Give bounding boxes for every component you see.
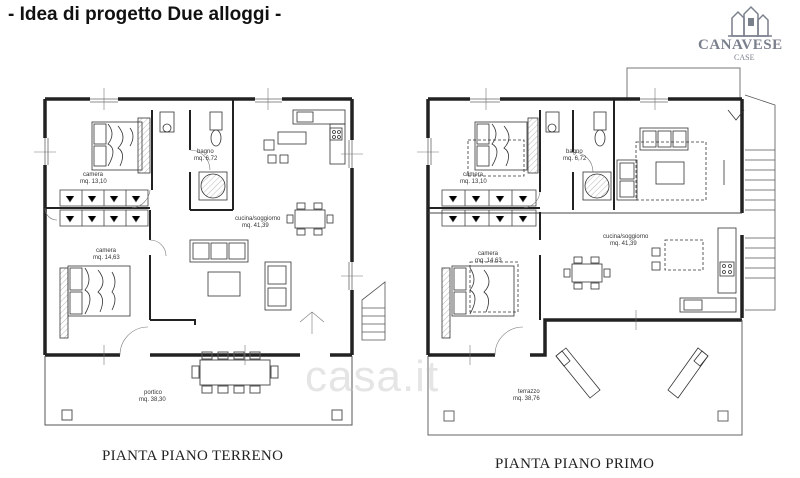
room-area: mq. 6,72 [563, 156, 587, 162]
logo-name: CANAVESE [698, 37, 783, 53]
room-area: mq. 13,10 [460, 179, 487, 185]
caption-ground-floor: PIANTA PIANO TERRENO [102, 448, 284, 464]
sun-lounger-icon [555, 347, 601, 399]
caption-first-floor: PIANTA PIANO PRIMO [495, 456, 655, 472]
plan-first-floor: camera mq. 13,10 bagno mq. 6,72 cucina/s… [417, 67, 776, 436]
room-name: camera [478, 251, 499, 257]
room-name: bagno [197, 149, 214, 155]
room-area: mq. 38,76 [513, 396, 540, 402]
room-name: camera [96, 248, 117, 254]
logo-sub: CASE [734, 53, 755, 62]
room-area: mq. 41,39 [610, 241, 637, 247]
room-area: mq. 13,10 [80, 179, 107, 185]
bed-icon [467, 121, 528, 177]
bed-icon [451, 261, 519, 317]
plan-ground-floor: camera mq. 13,10 bagno mq. 6,72 cucina/s… [34, 88, 386, 426]
page-title: - Idea di progetto Due alloggi - [8, 4, 282, 25]
room-name: camera [83, 172, 104, 178]
room-area: mq. 6,72 [194, 156, 218, 162]
room-area: mq. 14,63 [475, 258, 502, 264]
bed-icon [91, 121, 143, 171]
room-name: cucina/soggiorno [235, 216, 281, 222]
room-area: mq. 38,30 [139, 397, 166, 403]
watermark: casa.it [305, 352, 440, 401]
room-name: bagno [566, 149, 583, 155]
room-name: terrazzo [518, 389, 540, 395]
logo-house-icon [728, 5, 772, 37]
sun-lounger-icon [667, 347, 709, 399]
room-name: camera [463, 172, 484, 178]
bed-icon [67, 265, 131, 317]
room-name: portico [144, 390, 163, 396]
room-name: cucina/soggiorno [603, 234, 649, 240]
room-area: mq. 41,39 [242, 223, 269, 229]
canavese-logo: CANAVESE CASE [694, 4, 796, 64]
room-area: mq. 14,63 [93, 255, 120, 261]
